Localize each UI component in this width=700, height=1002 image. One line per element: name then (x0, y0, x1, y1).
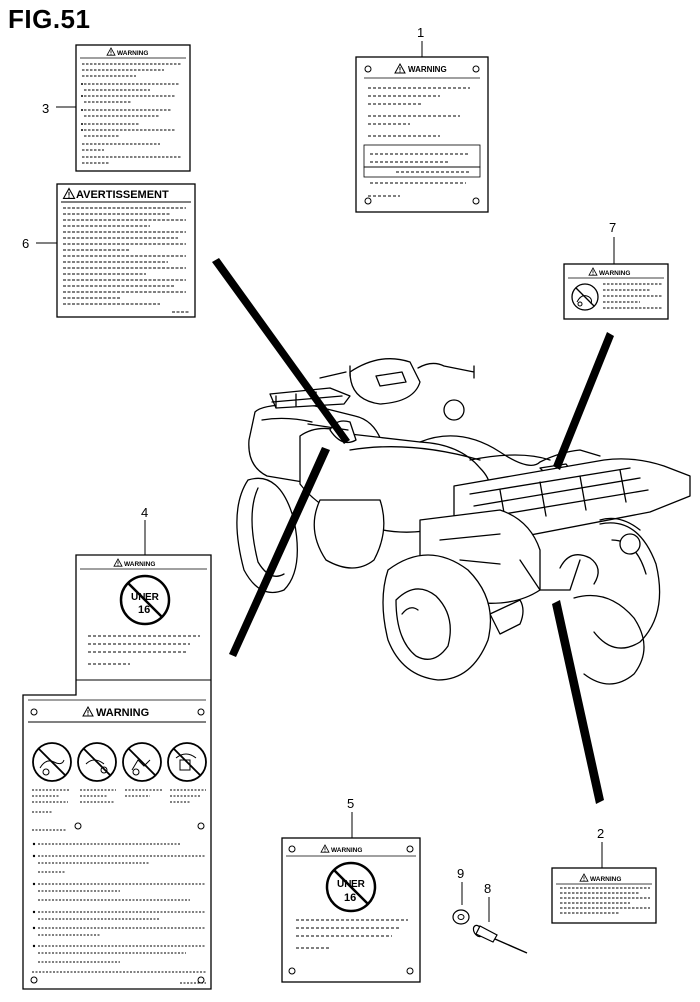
label-6-avertissement: AVERTISSEMENT (56, 183, 196, 318)
label-7-title: WARNING (599, 270, 630, 277)
callout-9: 9 (457, 866, 465, 881)
label-7-warning: WARNING (563, 263, 669, 320)
label-6-title: AVERTISSEMENT (76, 189, 169, 201)
label-4-under: UN (131, 592, 145, 603)
callout-2: 2 (597, 826, 605, 841)
atv-illustration (236, 358, 691, 685)
rivet-part (472, 924, 528, 954)
label-2-title: WARNING (590, 876, 621, 883)
pointer-arrows (212, 258, 614, 804)
callout-8: 8 (484, 881, 492, 896)
label-4-age: 16 (138, 604, 150, 616)
label-5-warning: WARNING UN ER 16 (281, 837, 421, 983)
callout-1: 1 (417, 25, 425, 40)
label-5-under-b: ER (351, 879, 366, 890)
label-3-title: WARNING (117, 50, 148, 57)
callout-7: 7 (609, 220, 617, 235)
label-5-title: WARNING (331, 847, 362, 854)
leader-lines (36, 41, 615, 922)
callout-5: 5 (347, 796, 355, 811)
label-5-age: 16 (344, 892, 356, 904)
label-1-title: WARNING (408, 65, 447, 74)
label-4-title: WARNING (96, 707, 149, 719)
label-4-under-b: ER (145, 592, 160, 603)
label-5-under: UN (337, 879, 351, 890)
label-2-warning: WARNING (551, 867, 657, 924)
label-4-title-top: WARNING (124, 561, 155, 568)
label-1-warning: WARNING (355, 56, 489, 213)
figure-title: FIG.51 (8, 4, 91, 34)
callout-4: 4 (141, 505, 149, 520)
callout-3: 3 (42, 101, 50, 116)
callout-6: 6 (22, 236, 30, 251)
washer-part (452, 909, 470, 925)
label-4-warning: WARNING UN ER 16 WARNING (22, 554, 212, 990)
label-3-warning: WARNING (75, 44, 191, 172)
